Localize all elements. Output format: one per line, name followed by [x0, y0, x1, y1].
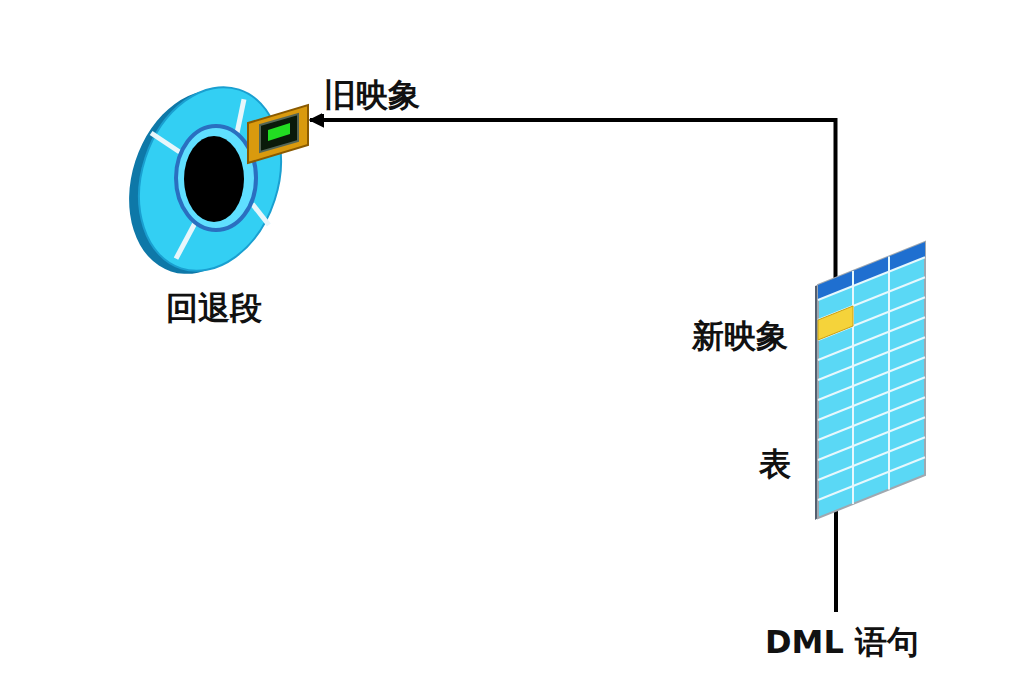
disc-shape — [128, 82, 293, 282]
node-label: 回退段 — [164, 290, 264, 327]
rollback-segment: 回退段旧映象 — [128, 82, 293, 282]
disc-divider — [237, 99, 244, 133]
table-icon: 表新映象 — [815, 240, 927, 522]
table-col-line — [888, 257, 890, 490]
old-image-screen — [260, 114, 298, 152]
table-row-line — [818, 417, 925, 460]
table-row-line — [818, 377, 925, 420]
disc-hole — [184, 136, 244, 222]
old-image-data — [268, 123, 290, 141]
copy-arrow — [310, 120, 836, 306]
disc-face — [116, 69, 303, 290]
old-image-frame — [248, 105, 308, 163]
table-row-line — [818, 397, 925, 440]
table-row-line — [818, 257, 925, 300]
oldimg-shape — [248, 105, 308, 163]
table-row-line — [818, 337, 925, 380]
node-label: 旧映象 — [322, 77, 422, 114]
cell-shape — [818, 306, 853, 340]
table-shape — [815, 240, 927, 522]
node-label: 表 — [757, 446, 793, 483]
table-header — [818, 242, 925, 300]
disc-divider — [151, 133, 180, 152]
disc-divider — [176, 223, 195, 259]
disc-inner-ring — [176, 126, 256, 230]
table-row-line — [818, 457, 925, 500]
table-row-line — [818, 357, 925, 400]
table-body — [818, 242, 925, 518]
new-image-cell: 新映象 — [818, 306, 853, 340]
old-image-block: 旧映象 — [248, 105, 308, 163]
table-row-line — [818, 297, 925, 340]
table-row-line — [818, 437, 925, 480]
statement-label: DML 语句 — [763, 624, 921, 661]
disc-divider — [252, 204, 269, 225]
node-label: 新映象 — [690, 318, 790, 355]
new-image-fill — [818, 306, 853, 340]
